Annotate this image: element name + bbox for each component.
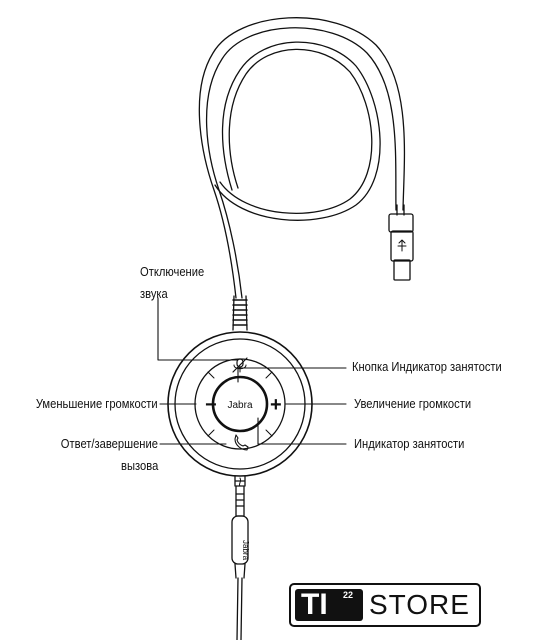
jack-brand-label: Jabra (241, 540, 250, 561)
cable-inner (205, 27, 397, 299)
mute-icon (232, 357, 248, 373)
volume-down-symbol: − (205, 394, 217, 416)
label-busy-button: Кнопка Индикатор занятости (352, 359, 502, 374)
logo-dark-block: TI 22 (295, 589, 363, 621)
leader-lines (157, 297, 347, 445)
logo-ti-text: TI (301, 588, 328, 621)
cable-loop-1 (214, 41, 381, 221)
label-busy-indicator: Индикатор занятости (354, 436, 465, 451)
leader-busy-indicator (257, 417, 347, 445)
ti-store-logo: TI 22 STORE (289, 583, 481, 627)
usb-icon (397, 239, 407, 252)
label-answer-line1: Ответ/завершение (60, 436, 158, 451)
label-volume-up: Увеличение громкости (354, 396, 472, 411)
audio-jack (231, 475, 249, 640)
leader-mute (157, 297, 239, 361)
strain-relief-top (232, 295, 248, 331)
cable-loop-2 (219, 48, 373, 214)
label-answer-line2: вызова (120, 458, 158, 473)
usb-connector (388, 204, 414, 281)
label-mute-line2: звука (140, 286, 168, 301)
cable-outer (198, 17, 406, 299)
label-mute-line1: Отключение (140, 264, 205, 279)
logo-superscript: 22 (343, 590, 354, 600)
label-volume-down: Уменьшение громкости (36, 396, 158, 411)
brand-label: Jabra (227, 400, 252, 411)
phone-icon (234, 434, 249, 451)
logo-store-text: STORE (369, 589, 470, 620)
volume-up-symbol: + (270, 394, 282, 416)
leader-busy-button (237, 367, 347, 383)
